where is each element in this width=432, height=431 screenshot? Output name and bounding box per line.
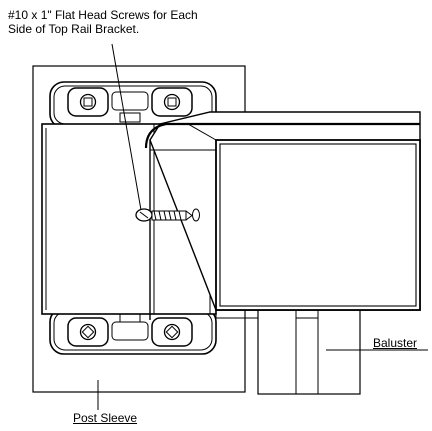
screw-icon bbox=[135, 208, 200, 222]
bottom-mounting-tabs bbox=[67, 312, 193, 347]
top-mounting-tabs bbox=[67, 87, 193, 123]
screw-callout: #10 x 1" Flat Head Screws for Each Side … bbox=[8, 8, 198, 36]
baluster bbox=[257, 309, 361, 395]
post-sleeve-label: Post Sleeve bbox=[73, 411, 138, 425]
top-rail bbox=[144, 111, 421, 320]
screw-leader-line bbox=[111, 43, 142, 211]
screw-callout-line1: #10 x 1" Flat Head Screws for Each bbox=[8, 8, 198, 22]
screw-callout-line2: Side of Top Rail Bracket. bbox=[8, 22, 140, 36]
baluster-label: Baluster bbox=[373, 336, 418, 350]
